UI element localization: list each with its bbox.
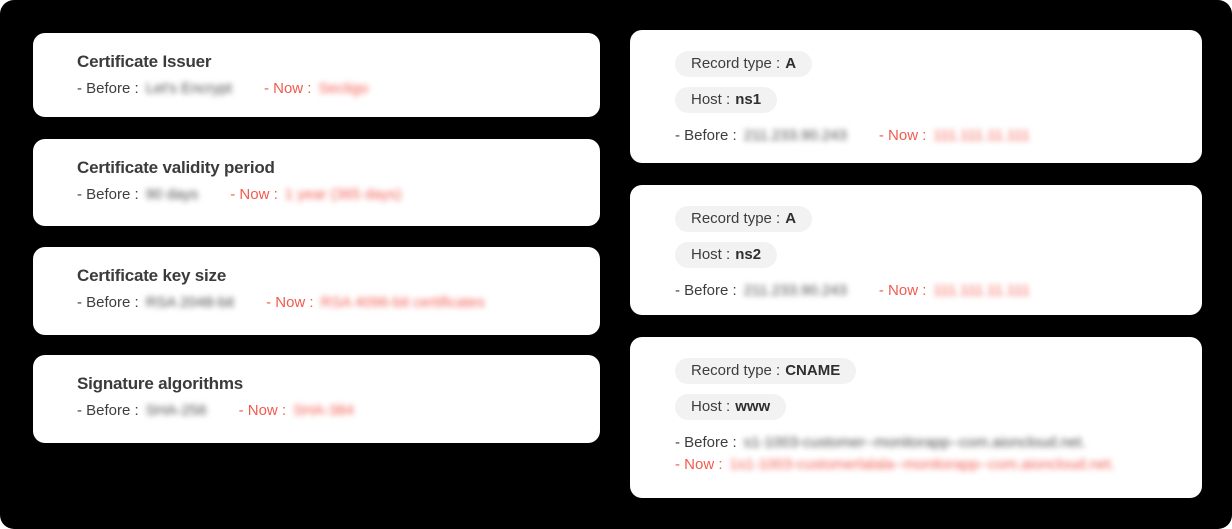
before-label: - Before :	[77, 294, 139, 311]
record-type-badge: Record type :A	[675, 206, 813, 232]
before-label: - Before :	[675, 127, 737, 144]
record-type-badge: Record type :A	[675, 51, 813, 77]
host-label: Host :	[691, 398, 731, 415]
host-label: Host :	[691, 246, 731, 263]
dns-record-card-www: Record type :CNAME Host :www - Before : s…	[630, 337, 1202, 498]
card-title: Signature algorithms	[77, 374, 244, 393]
host-badge: Host :www	[675, 394, 787, 420]
card-title: Certificate key size	[77, 266, 227, 285]
record-type-value: CNAME	[785, 362, 841, 379]
record-type-value: A	[785, 55, 797, 72]
now-label: - Now :	[230, 186, 278, 203]
certificate-validity-card: Certificate validity period - Before : 90…	[33, 139, 600, 226]
host-value: www	[735, 398, 771, 415]
before-value: Let's Encrypt	[145, 80, 232, 97]
before-line: - Before : s1-1003-customer--monitorapp--…	[675, 434, 1157, 451]
now-label: - Now :	[675, 456, 723, 473]
now-value: 111.111.11.111	[933, 127, 1030, 144]
card-title: Certificate validity period	[77, 158, 275, 177]
now-label: - Now :	[266, 294, 314, 311]
now-label: - Now :	[238, 402, 287, 419]
certificate-issuer-card: Certificate Issuer - Before : Let's Encry…	[33, 33, 600, 117]
now-value: RSA 4096-bit certificates	[320, 294, 485, 311]
record-type-badge: Record type :CNAME	[675, 358, 857, 384]
change-line: - Before : RSA 2048-bit - Now : RSA 4096-bi…	[77, 294, 556, 311]
record-type-label: Record type :	[691, 55, 781, 72]
change-line: - Before : Let's Encrypt - Now : Sectigo	[77, 80, 556, 97]
signature-algorithms-card: Signature algorithms - Before :SHA-256- …	[33, 355, 600, 443]
host-value: ns1	[735, 91, 762, 108]
before-label: - Before :	[77, 402, 139, 419]
before-value: 211.233.90.243	[743, 282, 847, 299]
host-badge: Host :ns1	[675, 87, 778, 113]
now-value: 111.111.11.111	[933, 282, 1030, 299]
change-line: - Before : SHA-256 - Now : SHA-384	[77, 402, 556, 419]
now-line: - Now : 1s1-1003-customerlalala--monitora…	[675, 456, 1157, 473]
before-value: 211.233.90.243	[743, 127, 847, 144]
change-line: - Before : 90 days - Now : 1 year (365 days…	[77, 186, 556, 203]
now-label: - Now :	[878, 127, 927, 144]
host-label: Host :	[691, 91, 731, 108]
certificate-key-size-card: Certificate key size - Before : RSA 2048-…	[33, 247, 600, 335]
before-label: - Before :	[77, 186, 139, 203]
before-value: 90 days	[145, 186, 199, 203]
before-value: s1-1003-customer--monitorapp--com.aioncl…	[743, 434, 1086, 451]
before-label: - Before :	[675, 282, 737, 299]
now-label: - Now :	[878, 282, 927, 299]
record-type-label: Record type :	[691, 210, 781, 227]
dns-record-card-ns1: Record type :A Host :ns1 - Before : 211.2…	[630, 30, 1202, 163]
before-label: - Before :	[675, 434, 737, 451]
host-value: ns2	[735, 246, 762, 263]
change-line: - Before : 211.233.90.243 - Now : 111.111.1…	[675, 127, 1157, 144]
dns-record-card-ns2: Record type :A Host :ns2 - Before : 211.2…	[630, 185, 1202, 315]
now-value: SHA-384	[293, 402, 354, 419]
before-value: SHA-256	[145, 402, 207, 419]
record-type-value: A	[785, 210, 797, 227]
before-label: - Before :	[77, 80, 139, 97]
host-badge: Host :ns2	[675, 242, 778, 268]
now-value: 1 year (365 days)	[284, 186, 402, 203]
card-title: Certificate Issuer	[77, 52, 212, 71]
now-label: - Now :	[263, 80, 312, 97]
change-line: - Before : 211.233.90.243 - Now : 111.111.1…	[675, 282, 1157, 299]
now-value: 1s1-1003-customerlalala--monitorapp--com…	[729, 456, 1115, 473]
before-value: RSA 2048-bit	[145, 294, 235, 311]
record-type-label: Record type :	[691, 362, 781, 379]
now-value: Sectigo	[318, 80, 369, 97]
